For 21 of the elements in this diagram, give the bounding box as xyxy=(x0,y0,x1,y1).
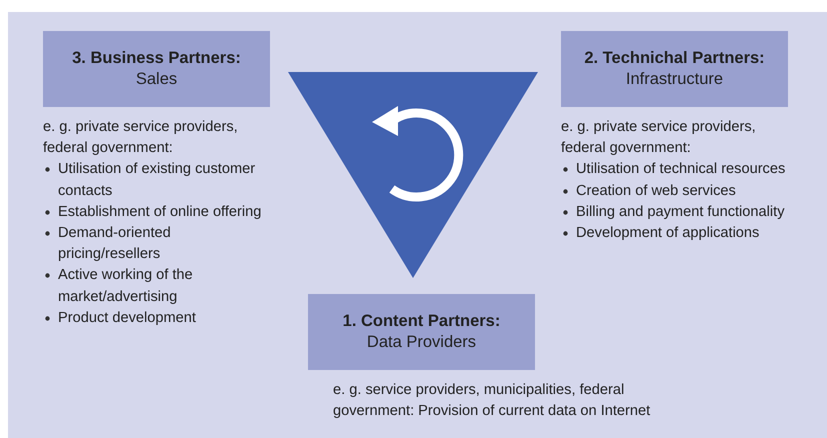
bullet-item: Product development xyxy=(58,308,275,330)
bullet-item: Billing and payment functionality xyxy=(576,202,793,224)
bullet-item: Utilisation of technical resources xyxy=(576,159,793,181)
description-text: e. g. private service providers, federal government: xyxy=(561,118,757,158)
box-subtitle: Infrastructure xyxy=(626,69,724,90)
bullet-item: Development of applications xyxy=(576,223,793,244)
bullet-item: Establishment of online offering xyxy=(58,202,275,224)
partner-box xyxy=(561,31,788,107)
box-heading: 1. Content Partners: xyxy=(342,311,500,332)
box-heading: 3. Business Partners: xyxy=(72,48,241,69)
bullet-item: Utilisation of existing customer contacts xyxy=(58,159,275,202)
bullet-item: Creation of web services xyxy=(576,180,793,202)
partner-box xyxy=(308,294,535,370)
box-subtitle: Data Providers xyxy=(366,332,476,353)
bullet-item: Demand-oriented pricing/resellers xyxy=(58,223,275,266)
description-text: e. g. private service providers, federal government: xyxy=(43,118,239,158)
bullet-item: Active working of the market/advertising xyxy=(58,265,275,308)
partner-box xyxy=(43,31,270,107)
description-text: e. g. service providers, municipalities, federal government: Provision of current data on Internet xyxy=(333,381,652,422)
box-subtitle: Sales xyxy=(136,69,178,90)
box-heading: 2. Technichal Partners: xyxy=(584,48,765,69)
